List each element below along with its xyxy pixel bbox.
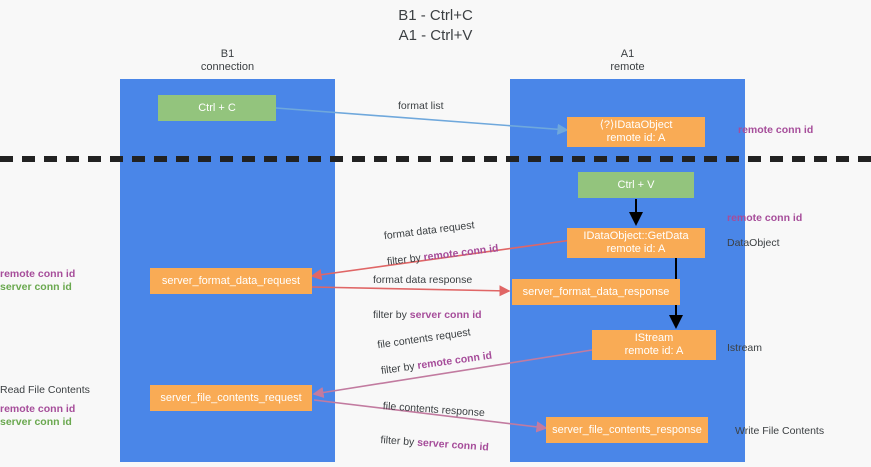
side-label-conn-ids-bottom: remote conn id server conn id xyxy=(0,403,115,429)
side-label-remote-conn-id-top: remote conn id xyxy=(738,124,814,136)
filter-prefix: filter by xyxy=(380,434,418,449)
title-line-2: A1 - Ctrl+V xyxy=(398,27,473,44)
column-header-b1: B1 connection xyxy=(120,48,335,74)
edge-label-file-contents-response-filter: filter by server conn id xyxy=(380,421,490,455)
node-ctrl-c[interactable]: Ctrl + C xyxy=(158,95,276,121)
filter-prefix: filter by xyxy=(386,251,425,269)
side-label-remote-conn-id-left: remote conn id xyxy=(0,268,76,280)
side-label-istream: Istream xyxy=(727,342,763,354)
side-label-server-conn-id-left: server conn id xyxy=(0,281,72,293)
diagram-title: B1 - Ctrl+C A1 - Ctrl+V xyxy=(0,6,871,46)
node-idataobject-create[interactable]: ⟨?⟩IDataObject remote id: A xyxy=(567,117,705,147)
node-server-file-contents-response[interactable]: server_file_contents_response xyxy=(546,417,708,443)
filter-prefix: filter by xyxy=(380,360,419,378)
phase-separator-dashed-line xyxy=(0,156,871,162)
title-line-1: B1 - Ctrl+C xyxy=(398,7,473,24)
node-ctrl-v[interactable]: Ctrl + V xyxy=(578,172,694,198)
column-a1-name: A1 xyxy=(620,48,635,60)
edge-label-format-data-response-filter: filter by server conn id xyxy=(373,296,482,322)
column-header-a1: A1 remote xyxy=(510,48,745,74)
side-label-read-file-contents-group: Read File Contents xyxy=(0,384,115,397)
filter-prefix: filter by xyxy=(373,309,410,321)
side-label-remote-conn-id-left-2: remote conn id xyxy=(0,403,76,415)
side-label-dataobject: DataObject xyxy=(727,237,780,249)
edge-label-format-data-response-group: format data response filter by server co… xyxy=(373,274,482,322)
edge-label-format-data-request-group: format data request filter by remote con… xyxy=(383,217,499,269)
side-label-conn-ids-mid: remote conn id server conn id xyxy=(0,268,115,294)
node-idataobject-getdata[interactable]: IDataObject::GetData remote id: A xyxy=(567,228,705,258)
node-server-format-data-response[interactable]: server_format_data_response xyxy=(512,279,680,305)
side-label-read-file-contents: Read File Contents xyxy=(0,384,90,396)
filter-key-server-conn-id: server conn id xyxy=(416,436,490,454)
edge-label-format-list: format list xyxy=(398,100,444,112)
node-istream[interactable]: IStream remote id: A xyxy=(592,330,716,360)
filter-key-server-conn-id: server conn id xyxy=(409,309,482,321)
node-server-file-contents-request[interactable]: server_file_contents_request xyxy=(150,385,312,411)
edge-label-file-contents-response: file contents response xyxy=(382,400,486,420)
side-label-server-conn-id-left-2: server conn id xyxy=(0,416,72,428)
filter-key-remote-conn-id: remote conn id xyxy=(416,349,493,372)
column-b1-name: B1 xyxy=(220,48,235,60)
side-label-remote-conn-id-mid: remote conn id xyxy=(727,212,803,224)
column-a1-role: remote xyxy=(610,61,645,73)
edge-label-format-data-response: format data response xyxy=(373,274,473,286)
node-server-format-data-request[interactable]: server_format_data_request xyxy=(150,268,312,294)
column-b1-role: connection xyxy=(200,61,255,73)
edge-label-file-contents-response-group: file contents response filter by server … xyxy=(380,400,492,454)
filter-key-remote-conn-id: remote conn id xyxy=(422,242,500,264)
edge-label-file-contents-request-group: file contents request filter by remote c… xyxy=(377,324,493,378)
side-label-write-file-contents: Write File Contents xyxy=(735,425,825,437)
